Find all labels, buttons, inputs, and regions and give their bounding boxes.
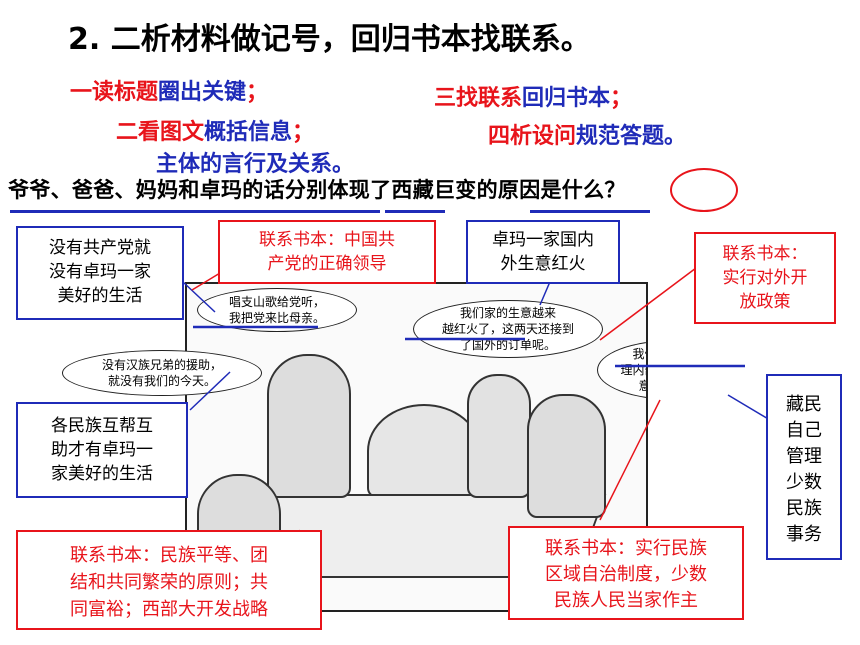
connector-mid-left — [189, 371, 231, 411]
connector-top-left — [182, 281, 216, 313]
connector-right — [727, 394, 771, 421]
box-link-opening-up: 联系书本： 实行对外开 放政策 — [694, 232, 836, 324]
step-2-action: 概括信息 — [204, 120, 293, 145]
question-text: 爷爷、爸爸、妈妈和卓玛的话分别体现了西藏巨变的原因是什么？ — [8, 178, 626, 202]
box-no-party-no-life: 没有共产党就 没有卓玛一家 美好的生活 — [16, 226, 184, 320]
step-1-key: 一读标题 — [70, 80, 159, 105]
connector-red-top-right — [599, 264, 701, 341]
step-4-action: 规范答题。 — [576, 124, 687, 149]
step-3-tail: ； — [610, 86, 633, 111]
question-circle-reason — [670, 168, 738, 212]
box-business-booming: 卓玛一家国内 外生意红火 — [466, 220, 620, 284]
box-ethnic-mutual-help: 各民族互帮互 助才有卓玛一 家美好的生活 — [16, 402, 188, 498]
step-1: 一读标题圈出关键； — [70, 74, 268, 106]
step-2: 二看图文概括信息； — [116, 114, 314, 146]
box-link-ethnic-policy: 联系书本：民族平等、团 结和共同繁荣的原则；共 同富裕；西部大开发战略 — [16, 530, 322, 630]
speech-bubble-father: 我们家的生意越来越红火了，这两天还接到了国外的订单呢。 — [413, 300, 603, 358]
step-3-key: 三找联系 — [434, 86, 523, 111]
step-2-line2: 主体的言行及关系。 — [156, 152, 355, 177]
mother-figure — [527, 394, 606, 518]
question-underline-subjects — [10, 210, 380, 213]
step-1-tail: ； — [246, 80, 269, 105]
step-3-action: 回归书本 — [522, 86, 611, 111]
box-self-management: 藏民 自己 管理 少数 民族 事务 — [766, 374, 842, 560]
connector-red-bottom-right — [599, 399, 661, 521]
step-2-tail: ； — [292, 120, 315, 145]
question-underline-separately — [385, 210, 445, 213]
step-4-key: 四析设问 — [488, 124, 577, 149]
grandpa-figure — [267, 354, 351, 498]
question-underline-tibet — [530, 210, 650, 213]
box-link-regional-autonomy: 联系书本：实行民族 区域自治制度，少数 民族人民当家作主 — [508, 526, 744, 620]
step-4: 四析设问规范答题。 — [488, 118, 686, 150]
step-2-key: 二看图文 — [116, 120, 205, 145]
page-title: 2. 二析材料做记号，回归书本找联系。 — [68, 22, 591, 57]
box-link-party-leadership: 联系书本：中国共 产党的正确领导 — [218, 220, 436, 284]
step-3: 三找联系回归书本； — [434, 80, 632, 112]
hotpot-illustration — [367, 404, 481, 498]
step-1-action: 圈出关键 — [158, 80, 247, 105]
speech-bubble-grandpa: 唱支山歌给党听，我把党来比母亲。 — [197, 288, 357, 332]
